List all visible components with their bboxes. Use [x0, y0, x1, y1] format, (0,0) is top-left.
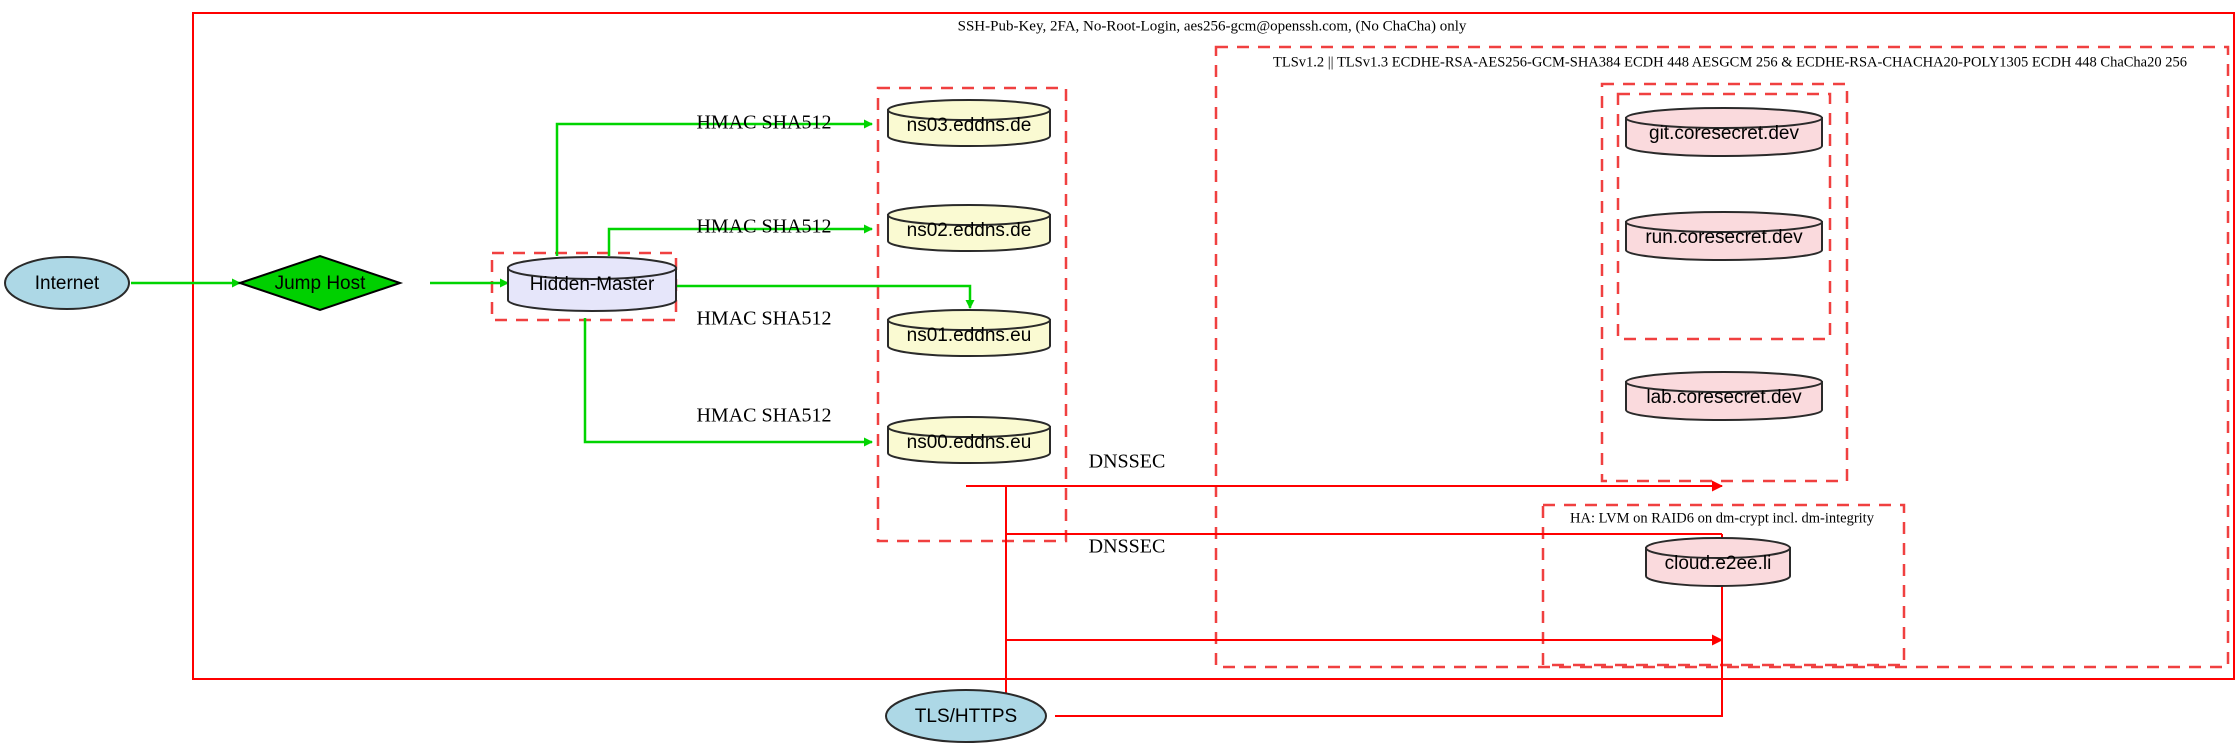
outer-ssh-boundary [192, 12, 2235, 680]
node-tls-https[interactable]: TLS/HTTPS [885, 689, 1047, 743]
dnssec-edge-upper [966, 485, 1007, 534]
coresecret-outer-boundary [1600, 82, 1849, 483]
node-jump-host[interactable]: Jump Host [236, 254, 404, 312]
tls-policy-note: TLSv1.2 || TLSv1.3 ECDHE-RSA-AES256-GCM-… [1273, 54, 2187, 70]
dns-zone-boundary [876, 86, 1068, 543]
edge-label-hmac-ns03: HMAC SHA512 [696, 112, 831, 134]
node-ns02[interactable]: ns02.eddns.de [887, 204, 1051, 252]
node-hidden-master[interactable]: Hidden-Master [507, 256, 677, 312]
node-git-coresecret-label: git.coresecret.dev [1649, 123, 1799, 144]
edge-hm-to-ns00 [583, 318, 873, 447]
edge-label-dnssec-upper: DNSSEC [1089, 451, 1166, 473]
edge-hm-to-ns02 [607, 224, 873, 256]
node-ns03[interactable]: ns03.eddns.de [887, 99, 1051, 147]
node-run-coresecret[interactable]: run.coresecret.dev [1625, 211, 1823, 261]
node-ns00[interactable]: ns00.eddns.eu [887, 416, 1051, 464]
node-run-coresecret-label: run.coresecret.dev [1645, 227, 1803, 248]
edge-hm-to-ns01 [671, 284, 975, 309]
ha-cloud-boundary [1541, 503, 1906, 667]
tls-bottom-run [1055, 534, 1723, 717]
ssh-policy-note: SSH-Pub-Key, 2FA, No-Root-Login, aes256-… [958, 18, 1467, 34]
node-tls-https-label: TLS/HTTPS [915, 706, 1017, 727]
node-git-coresecret[interactable]: git.coresecret.dev [1625, 107, 1823, 157]
node-internet-label: Internet [35, 273, 100, 294]
tls-boundary [1214, 45, 2230, 669]
edge-label-hmac-ns01: HMAC SHA512 [696, 308, 831, 330]
edge-label-hmac-ns02: HMAC SHA512 [696, 216, 831, 238]
ha-storage-note: HA: LVM on RAID6 on dm-crypt incl. dm-in… [1570, 510, 1875, 526]
node-ns01[interactable]: ns01.eddns.eu [887, 309, 1051, 357]
node-ns00-label: ns00.eddns.eu [907, 432, 1032, 453]
edge-label-dnssec-lower: DNSSEC [1089, 536, 1166, 558]
node-cloud-e2ee[interactable]: cloud.e2ee.li [1645, 537, 1791, 587]
edge-hm-to-ns03 [555, 119, 873, 256]
node-ns01-label: ns01.eddns.eu [907, 325, 1032, 346]
node-lab-coresecret-label: lab.coresecret.dev [1646, 387, 1802, 408]
edge-label-hmac-ns00: HMAC SHA512 [696, 405, 831, 427]
node-hidden-master-label: Hidden-Master [530, 274, 655, 295]
node-lab-coresecret[interactable]: lab.coresecret.dev [1625, 371, 1823, 421]
node-jump-host-label: Jump Host [275, 273, 367, 294]
node-internet[interactable]: Internet [4, 256, 130, 310]
coresecret-inner-boundary [1616, 92, 1832, 341]
node-ns03-label: ns03.eddns.de [907, 115, 1032, 136]
node-cloud-e2ee-label: cloud.e2ee.li [1665, 553, 1772, 574]
node-ns02-label: ns02.eddns.de [907, 220, 1032, 241]
